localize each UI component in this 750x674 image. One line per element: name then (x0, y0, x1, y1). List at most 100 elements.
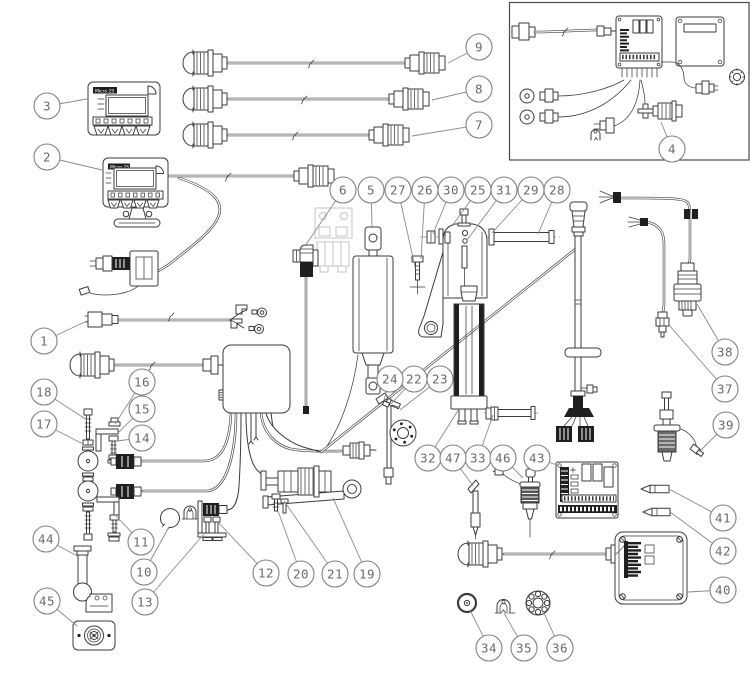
svg-text:4: 4 (668, 141, 676, 156)
svg-text:18: 18 (36, 384, 52, 399)
svg-text:37: 37 (717, 381, 733, 396)
clip-35 (494, 599, 516, 614)
svg-text:2: 2 (43, 149, 51, 164)
callout-21: 21 (283, 500, 349, 588)
svg-text:8: 8 (475, 81, 483, 96)
callout-12: 12 (216, 520, 280, 587)
pole-assembly (556, 201, 602, 442)
callout-47: 47 (439, 444, 474, 487)
svg-text:22: 22 (406, 371, 422, 386)
svg-text:9: 9 (475, 39, 483, 54)
bulb-plug-39 (653, 391, 705, 462)
callout-22: 22 (390, 365, 428, 405)
callout-35: 35 (503, 612, 538, 662)
svg-text:21: 21 (327, 566, 343, 581)
console-to-box-cable (69, 351, 224, 379)
svg-text:6: 6 (339, 182, 347, 197)
hub-adapter-36 (525, 590, 551, 616)
svg-text:1: 1 (40, 333, 48, 348)
magnet-disc (77, 480, 99, 502)
callout-33: 33 (464, 414, 494, 472)
svg-text:12: 12 (258, 565, 274, 580)
fork-harness (598, 190, 698, 268)
callout-4: 4 (658, 121, 686, 163)
svg-text:13: 13 (137, 594, 153, 609)
svg-text:32: 32 (420, 450, 436, 465)
callout-6: 6 (304, 176, 357, 247)
callout-27: 27 (384, 176, 416, 268)
sensor-12-assembly (197, 500, 228, 541)
svg-text:41: 41 (715, 510, 731, 525)
callout-42: 42 (669, 511, 737, 565)
inset-power-connector (511, 22, 617, 41)
svg-text:29: 29 (523, 182, 539, 197)
callout-26: 26 (411, 176, 439, 260)
svg-text:24: 24 (382, 371, 398, 386)
inset-grommets (519, 79, 632, 125)
speed-sensor-hardware (77, 408, 142, 542)
callout-8: 8 (431, 75, 493, 103)
svg-text:39: 39 (718, 417, 734, 432)
callout-3: 3 (33, 92, 88, 120)
svg-text:15: 15 (134, 401, 150, 416)
svg-text:43: 43 (529, 450, 545, 465)
magnet-34 (456, 592, 478, 614)
callout-36: 36 (543, 612, 574, 662)
hose-clamp (159, 508, 180, 531)
svg-text:38: 38 (717, 344, 733, 359)
sensor-47 (467, 479, 481, 540)
ring-terminal-harness (229, 309, 248, 329)
svg-text:26: 26 (417, 182, 433, 197)
sensor-bracket-lower (96, 496, 121, 542)
inset-item4-connector (637, 79, 683, 122)
sensor-wire-37 (627, 216, 670, 338)
magnet-disc (77, 450, 99, 472)
circuit-board-43 (555, 461, 619, 519)
speaker-fan-icon (155, 165, 164, 174)
svg-text:5: 5 (367, 182, 375, 197)
flow-screw-20 (271, 493, 281, 512)
svg-text:14: 14 (134, 430, 150, 445)
sensor-bracket-upper (95, 417, 121, 452)
callout-14: 14 (115, 424, 156, 452)
callout-29: 29 (491, 176, 545, 234)
flow-sensor-assembly (260, 465, 362, 514)
svg-text:44: 44 (38, 531, 54, 546)
threaded-rod (493, 232, 550, 242)
inset-small-connector (593, 79, 641, 134)
svg-text:35: 35 (516, 640, 532, 655)
callout-13: 13 (131, 533, 205, 616)
console-small: Micro 2S (87, 81, 161, 136)
svg-text:11: 11 (133, 534, 149, 549)
callout-28: 28 (537, 176, 571, 235)
battery-clamp (235, 304, 248, 315)
ghost-manifold (314, 207, 353, 273)
callout-20: 20 (277, 510, 315, 588)
bolt-18 (83, 408, 93, 440)
junction-box (218, 344, 291, 414)
callout-10: 10 (130, 526, 170, 586)
svg-text:17: 17 (36, 416, 52, 431)
inset-nut (729, 68, 745, 86)
callout-2: 2 (33, 143, 103, 171)
speaker-45 (72, 620, 116, 651)
callout-43: 43 (523, 444, 558, 472)
callout-16: 16 (114, 368, 156, 425)
svg-text:19: 19 (359, 566, 375, 581)
svg-text:16: 16 (134, 374, 150, 389)
pressure-sensor-38 (673, 262, 702, 317)
svg-text:27: 27 (390, 182, 406, 197)
terminal-pin-41 (640, 484, 670, 494)
callout-40: 40 (687, 576, 737, 604)
svg-text:46: 46 (495, 450, 511, 465)
plug-46 (492, 467, 541, 538)
callout-34: 34 (469, 609, 503, 662)
callout-46: 46 (489, 444, 524, 479)
callout-39: 39 (698, 411, 740, 453)
callout-44: 44 (32, 525, 80, 558)
cable-clamp (692, 209, 698, 219)
callout-45: 45 (33, 587, 78, 627)
extension-cable-9 (182, 49, 446, 77)
